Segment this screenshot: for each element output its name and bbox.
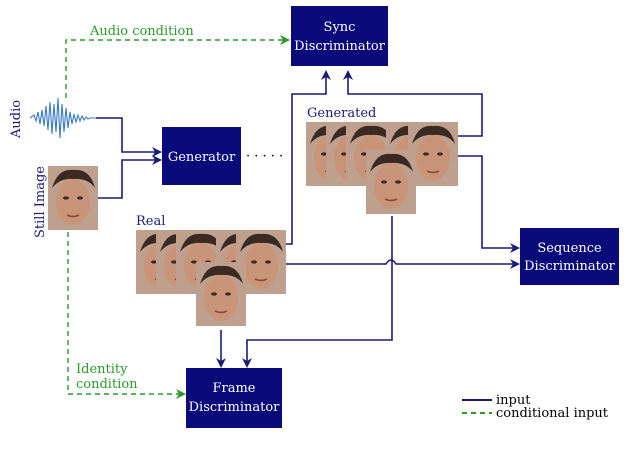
audio-waveform bbox=[29, 97, 96, 139]
frame-discriminator-box: Frame Discriminator bbox=[186, 368, 282, 428]
legend-conditional-label: conditional input bbox=[496, 406, 609, 421]
audio-label: Audio bbox=[9, 100, 24, 139]
sync-discriminator-box: Sync Discriminator bbox=[291, 6, 388, 66]
real-label: Real bbox=[136, 214, 165, 229]
edge-identity-condition bbox=[67, 232, 186, 399]
generated-frame-highlight bbox=[365, 149, 417, 215]
edge-generated-to-frame bbox=[242, 216, 393, 368]
legend-input-label: input bbox=[496, 393, 531, 408]
sequence-discriminator-box: Sequence Discriminator bbox=[520, 228, 619, 285]
edge-audio-to-generator bbox=[96, 117, 162, 157]
generated-label: Generated bbox=[307, 106, 376, 121]
legend: input conditional input bbox=[462, 393, 609, 421]
edge-generated-to-sequence bbox=[458, 155, 520, 253]
frame-line2: Discriminator bbox=[189, 400, 281, 415]
edge-image-to-generator bbox=[98, 155, 162, 199]
real-frame-highlight bbox=[195, 261, 247, 327]
edge-real-to-sequence bbox=[286, 259, 520, 269]
edge-real-to-sync bbox=[286, 70, 331, 245]
generator-output-dots: · · · · · bbox=[246, 149, 283, 164]
identity-condition-line1: Identity bbox=[76, 362, 128, 377]
sync-line2: Discriminator bbox=[294, 39, 386, 54]
sync-line1: Sync bbox=[324, 20, 356, 35]
generator-box: Generator bbox=[162, 127, 241, 185]
generated-frames bbox=[305, 121, 459, 215]
sequence-line1: Sequence bbox=[537, 241, 602, 256]
edge-audio-condition bbox=[65, 35, 290, 98]
generator-label: Generator bbox=[168, 150, 236, 165]
still-image-label: Still Image bbox=[33, 166, 48, 238]
still-image-face bbox=[47, 165, 99, 231]
edge-generated-to-sync bbox=[343, 70, 483, 137]
audio-condition-label: Audio condition bbox=[89, 24, 194, 39]
frame-line1: Frame bbox=[212, 381, 255, 396]
conditional-connections bbox=[65, 35, 290, 399]
input-connections bbox=[96, 70, 520, 368]
sequence-line2: Discriminator bbox=[524, 259, 616, 274]
real-frames bbox=[135, 229, 287, 327]
identity-condition-line2: condition bbox=[76, 377, 138, 392]
